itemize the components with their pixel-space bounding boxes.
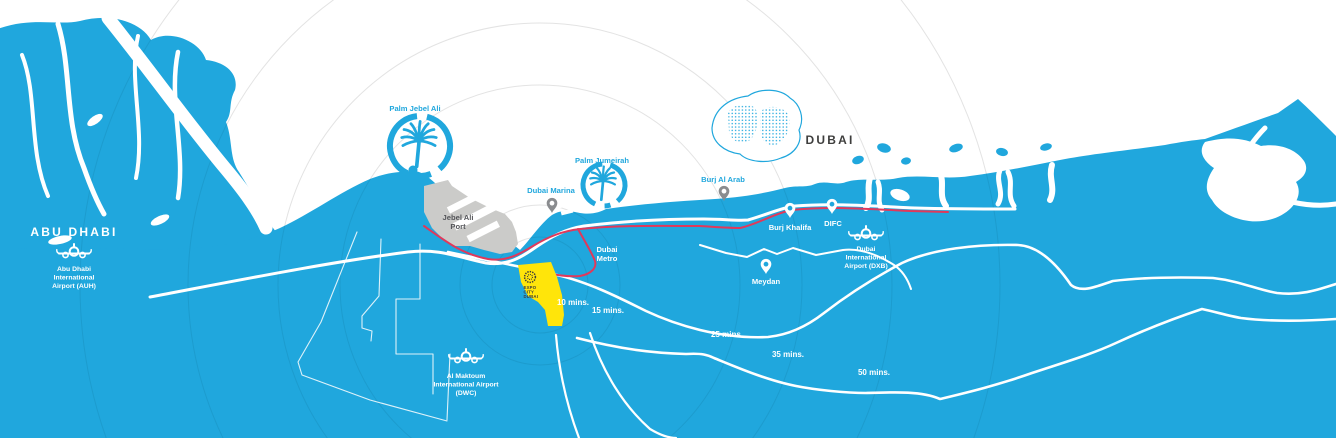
label-dubai-metro-line1: Dubai	[596, 245, 617, 254]
label-meydan: Meydan	[752, 277, 781, 286]
pin-burj-al-arab	[718, 185, 730, 201]
southern-bypass-road	[575, 307, 1336, 401]
label-dubai-marina: Dubai Marina	[527, 186, 575, 195]
pin-burj-khalifa	[784, 202, 796, 218]
road-network	[148, 203, 1336, 438]
expo-south-road-b	[588, 331, 678, 438]
expo-logo-text-line1: EXPO	[524, 285, 537, 290]
label-time-15: 15 mins.	[592, 306, 624, 315]
tidal-channels	[20, 11, 273, 245]
jebel-ali-port-area	[424, 180, 518, 254]
metro-branch-to-expo	[546, 228, 597, 278]
label-dwc-line1: Al Maktoum	[447, 373, 486, 380]
district-boundaries	[297, 231, 451, 422]
map-labels: ABU DHABI DUBAI Abu Dhabi International …	[30, 104, 890, 397]
expo-logo-text-line3: DUBAI	[524, 294, 539, 299]
palm-jumeirah-icon	[580, 161, 628, 209]
label-auh-line3: Airport (AUH)	[52, 283, 96, 290]
expo-logo-text-line2: CITY	[524, 290, 535, 295]
lagoon	[1201, 138, 1307, 222]
offshore-islets	[852, 143, 1052, 165]
label-auh-line1: Abu Dhabi	[57, 266, 91, 273]
label-burj-khalifa: Burj Khalifa	[769, 223, 812, 232]
label-palm-jumeirah: Palm Jumeirah	[575, 156, 629, 165]
palm-jebel-ali-icon	[387, 113, 453, 179]
label-jebel-ali-port-line1: Jebel Ali	[443, 213, 474, 222]
label-time-25: 25 mins.	[711, 330, 743, 339]
label-dxb-line2: International	[846, 255, 887, 262]
pin-meydan	[760, 258, 772, 274]
expo-city-zone: EXPO CITY DUBAI	[518, 262, 564, 326]
expo-city-logo	[523, 270, 537, 284]
label-jebel-ali-port-line2: Port	[450, 222, 466, 231]
expo-south-road-a	[554, 333, 581, 438]
label-dubai-metro-line2: Metro	[597, 254, 618, 263]
label-time-10: 10 mins.	[557, 298, 589, 307]
coastal-highway	[148, 203, 1017, 299]
label-dwc-line2: International Airport	[433, 382, 499, 389]
label-time-35: 35 mins.	[772, 350, 804, 359]
label-abu-dhabi: ABU DHABI	[30, 225, 117, 239]
label-difc: DIFC	[824, 219, 842, 228]
pin-difc	[826, 198, 838, 214]
label-dwc-line3: (DWC)	[456, 390, 477, 397]
label-burj-al-arab: Burj Al Arab	[701, 175, 745, 184]
map-pins	[546, 185, 838, 274]
label-auh-line2: International	[54, 275, 95, 282]
port-docks	[446, 189, 500, 243]
label-dxb-line1: Dubai	[857, 246, 876, 253]
label-dubai: DUBAI	[806, 133, 855, 147]
pin-dubai-marina	[546, 197, 558, 213]
label-time-50: 50 mins.	[858, 368, 890, 377]
label-palm-jebel-ali: Palm Jebel Ali	[389, 104, 440, 113]
expo-southeast-road	[446, 243, 1336, 339]
label-dxb-line3: Airport (DXB)	[844, 263, 887, 270]
world-islands-icon	[711, 89, 803, 163]
meydan-road	[699, 244, 912, 290]
marina-basins	[555, 199, 595, 216]
